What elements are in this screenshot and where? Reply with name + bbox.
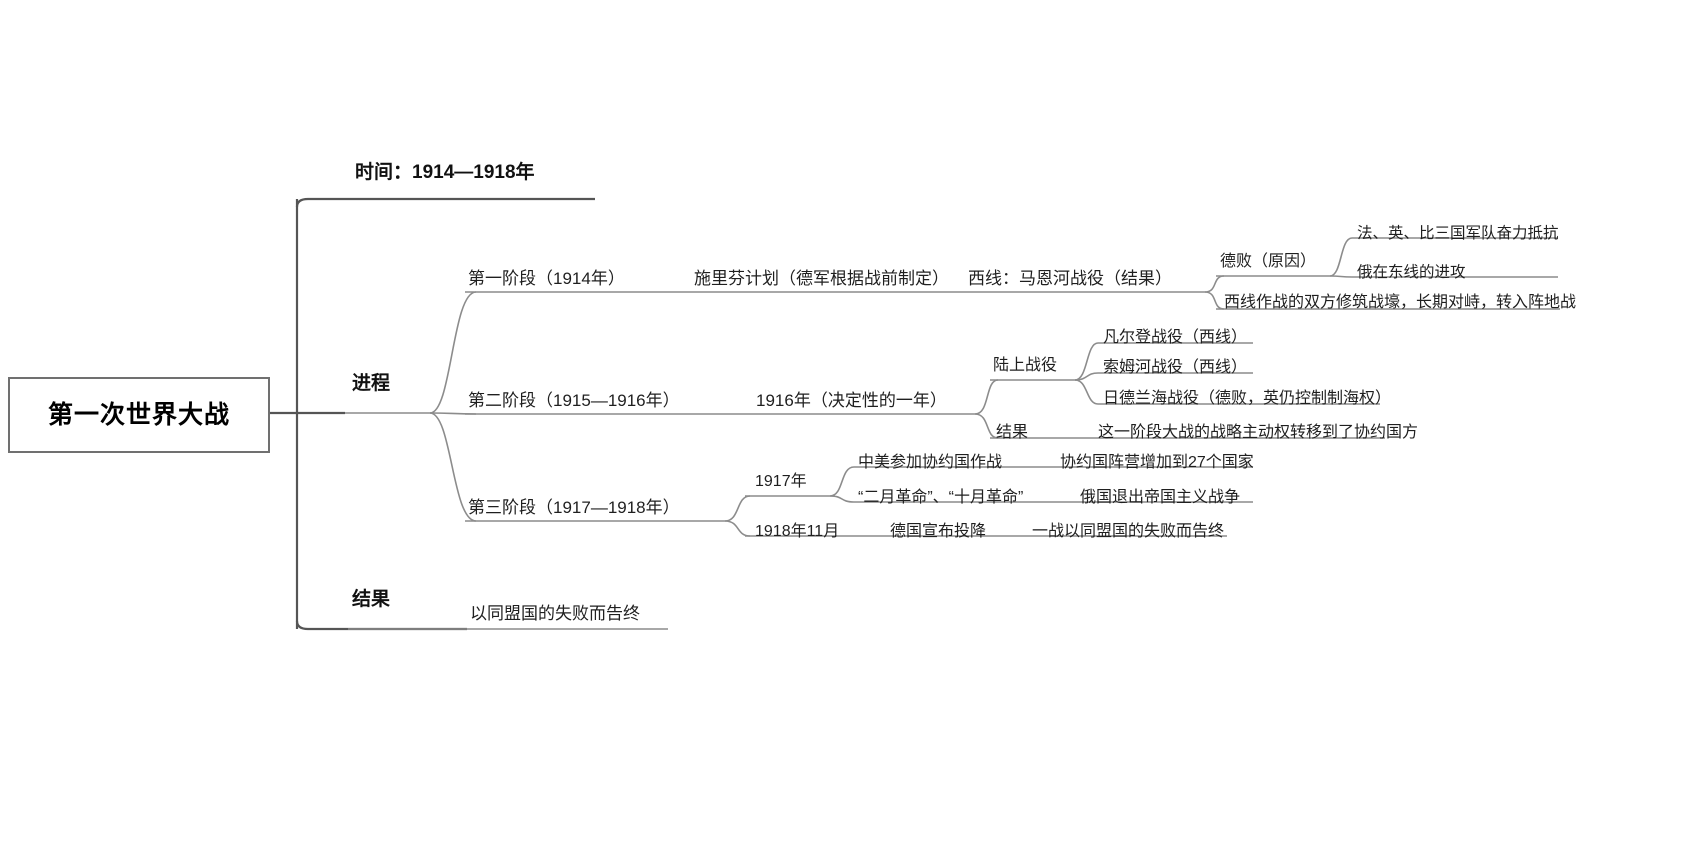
branch-time-label: 时间：1914—1918年 <box>355 162 535 183</box>
node-stage1-reason-2[interactable]: 俄在东线的进攻 <box>1357 265 1466 281</box>
node-stage1-battle-label: 西线：马恩河战役（结果） <box>968 269 1172 288</box>
node-result-text[interactable]: 以同盟国的失败而告终 <box>470 605 640 622</box>
node-stage2-result-text-label: 这一阶段大战的战略主动权转移到了协约国方 <box>1098 424 1419 441</box>
node-stage1-reason-2-label: 俄在东线的进攻 <box>1357 264 1466 281</box>
node-result-text-label: 以同盟国的失败而告终 <box>470 604 640 623</box>
node-stage1-defeat[interactable]: 德败（原因） <box>1220 254 1316 270</box>
node-stage3-label: 第三阶段（1917—1918年） <box>468 498 680 517</box>
node-stage3-1917-outcome-1[interactable]: 协约国阵营增加到27个国家 <box>1060 455 1254 471</box>
node-stage3[interactable]: 第三阶段（1917—1918年） <box>468 499 680 516</box>
root-node[interactable]: 第一次世界大战 <box>8 377 270 453</box>
node-stage2-battle-1[interactable]: 凡尔登战役（西线） <box>1103 330 1247 346</box>
node-stage3-1917-outcome-2-label: 俄国退出帝国主义战争 <box>1080 489 1241 506</box>
branch-time[interactable]: 时间：1914—1918年 <box>355 163 535 182</box>
node-stage1-plan[interactable]: 施里芬计划（德军根据战前制定） <box>694 270 949 287</box>
branch-process-label: 进程 <box>352 373 391 394</box>
node-stage3-1917-event-1-label: 中美参加协约国作战 <box>858 454 1003 471</box>
node-stage2-battle-2[interactable]: 索姆河战役（西线） <box>1103 360 1247 376</box>
node-stage2-battle-2-label: 索姆河战役（西线） <box>1103 359 1248 376</box>
node-stage1-reason-1-label: 法、英、比三国军队奋力抵抗 <box>1357 225 1559 242</box>
node-stage3-1917-event-2[interactable]: “二月革命”、“十月革命” <box>858 490 1023 506</box>
node-stage1-plan-label: 施里芬计划（德军根据战前制定） <box>694 269 949 288</box>
node-stage3-1917-label: 1917年 <box>755 473 807 490</box>
node-stage2-battle-3-label: 日德兰海战役（德败，英仍控制制海权） <box>1103 390 1392 407</box>
node-stage3-1918-outcome-label: 一战以同盟国的失败而告终 <box>1032 523 1225 540</box>
branch-result-label: 结果 <box>352 589 391 610</box>
node-stage3-1918-event-label: 德国宣布投降 <box>890 523 987 540</box>
node-stage3-1918-label: 1918年11月 <box>755 523 840 540</box>
node-stage2-battle-3[interactable]: 日德兰海战役（德败，英仍控制制海权） <box>1103 391 1391 407</box>
node-stage2-year[interactable]: 1916年（决定性的一年） <box>756 392 947 409</box>
node-stage2-battle-1-label: 凡尔登战役（西线） <box>1103 329 1248 346</box>
node-stage3-1918[interactable]: 1918年11月 <box>755 524 839 540</box>
node-stage1-battle[interactable]: 西线：马恩河战役（结果） <box>968 270 1172 287</box>
node-stage3-1917-outcome-2[interactable]: 俄国退出帝国主义战争 <box>1080 490 1240 506</box>
branch-result[interactable]: 结果 <box>352 590 390 609</box>
node-stage1-defeat-label: 德败（原因） <box>1220 253 1317 270</box>
node-stage1-trench[interactable]: 西线作战的双方修筑战壕，长期对峙，转入阵地战 <box>1224 295 1576 311</box>
node-stage3-1917-outcome-1-label: 协约国阵营增加到27个国家 <box>1060 454 1254 471</box>
node-stage3-1917[interactable]: 1917年 <box>755 474 807 490</box>
branch-process[interactable]: 进程 <box>352 374 390 393</box>
node-stage1-reason-1[interactable]: 法、英、比三国军队奋力抵抗 <box>1357 226 1559 242</box>
node-stage1[interactable]: 第一阶段（1914年） <box>468 270 625 287</box>
node-stage3-1917-event-2-label: “二月革命”、“十月革命” <box>858 489 1024 506</box>
node-stage3-1917-event-1[interactable]: 中美参加协约国作战 <box>858 455 1002 471</box>
node-stage2-result-text[interactable]: 这一阶段大战的战略主动权转移到了协约国方 <box>1098 425 1418 441</box>
node-stage3-1918-event[interactable]: 德国宣布投降 <box>890 524 986 540</box>
node-stage3-1918-outcome[interactable]: 一战以同盟国的失败而告终 <box>1032 524 1224 540</box>
node-stage1-trench-label: 西线作战的双方修筑战壕，长期对峙，转入阵地战 <box>1224 294 1577 311</box>
node-stage2-result-label-text: 结果 <box>996 424 1029 441</box>
node-stage2-result-label[interactable]: 结果 <box>996 425 1028 441</box>
node-stage2-year-label: 1916年（决定性的一年） <box>756 391 947 410</box>
node-stage2-land[interactable]: 陆上战役 <box>993 358 1057 374</box>
node-stage1-label: 第一阶段（1914年） <box>468 269 625 288</box>
node-stage2[interactable]: 第二阶段（1915—1916年） <box>468 392 680 409</box>
root-label: 第一次世界大战 <box>47 400 230 429</box>
node-stage2-label: 第二阶段（1915—1916年） <box>468 391 680 410</box>
node-stage2-land-label: 陆上战役 <box>993 357 1058 374</box>
